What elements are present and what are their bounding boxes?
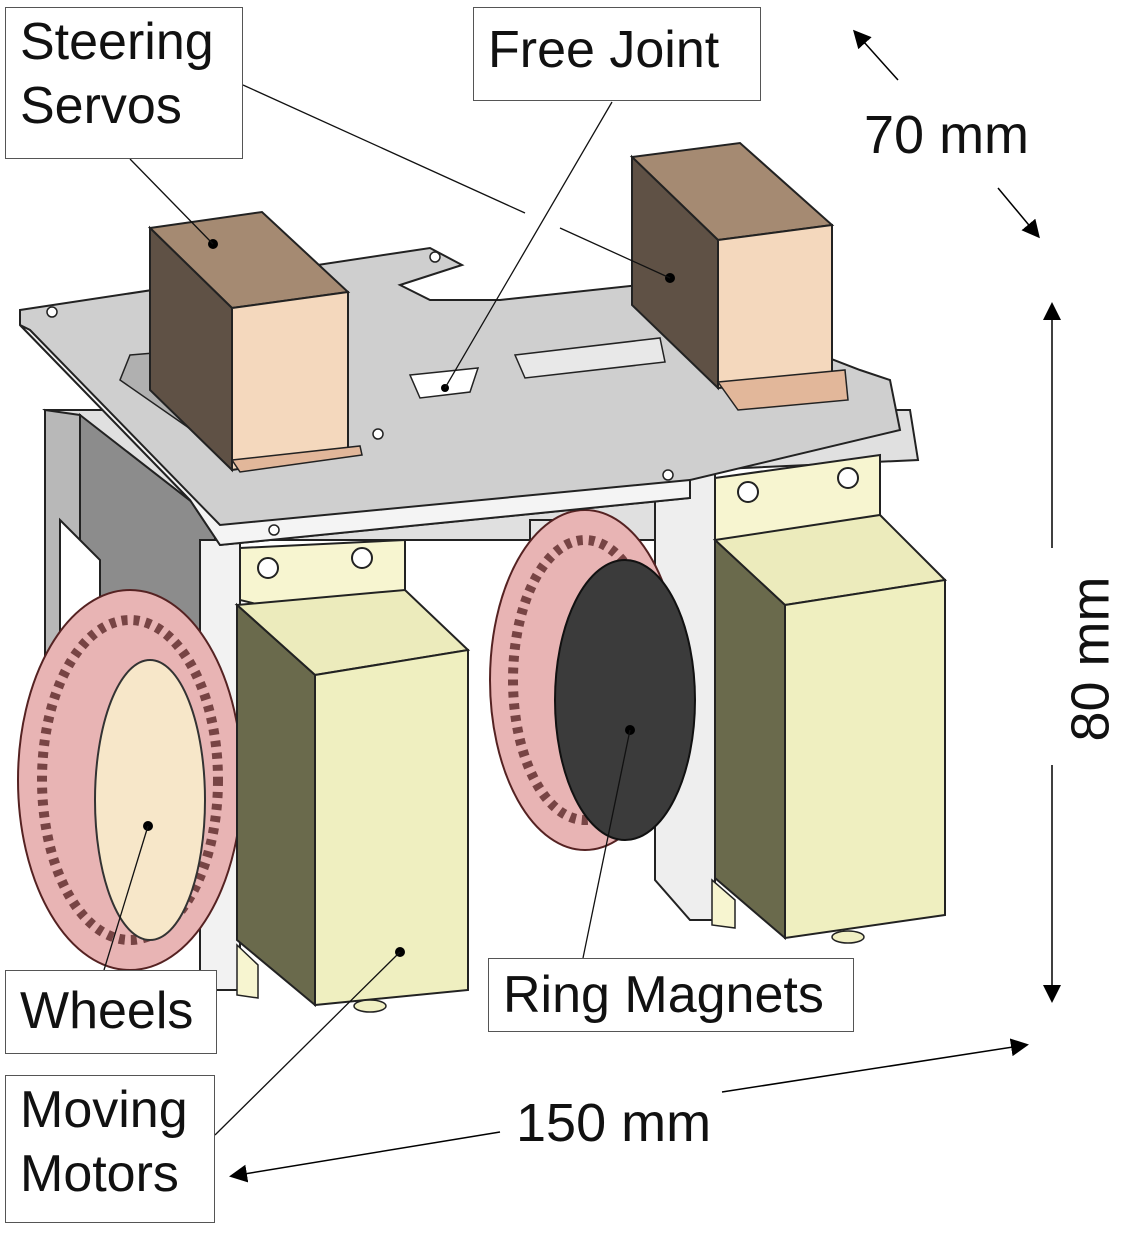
steering-servos-label: Steering Servos	[5, 7, 243, 159]
right-wheel	[489, 509, 696, 851]
leader-lines	[103, 84, 671, 1136]
robot-diagram: Steering Servos Free Joint Wheels Ring M…	[5, 7, 1122, 1223]
depth-dimension-label: 70 mm	[856, 104, 1038, 166]
ring-magnets-label: Ring Magnets	[488, 958, 854, 1032]
robot-illustration	[17, 29, 1061, 1183]
dimension-arrows	[229, 29, 1061, 1183]
right-steering-servo	[629, 141, 849, 411]
left-wheel	[17, 589, 243, 971]
right-moving-motor	[711, 453, 948, 944]
left-steering-servo	[147, 210, 363, 473]
moving-motors-label: Moving Motors	[5, 1075, 215, 1223]
height-dimension-label: 80 mm	[1059, 568, 1122, 750]
free-joint-label: Free Joint	[473, 7, 761, 101]
left-moving-motor	[234, 538, 471, 1013]
wheels-label: Wheels	[5, 970, 217, 1054]
width-dimension-label: 150 mm	[508, 1092, 720, 1154]
